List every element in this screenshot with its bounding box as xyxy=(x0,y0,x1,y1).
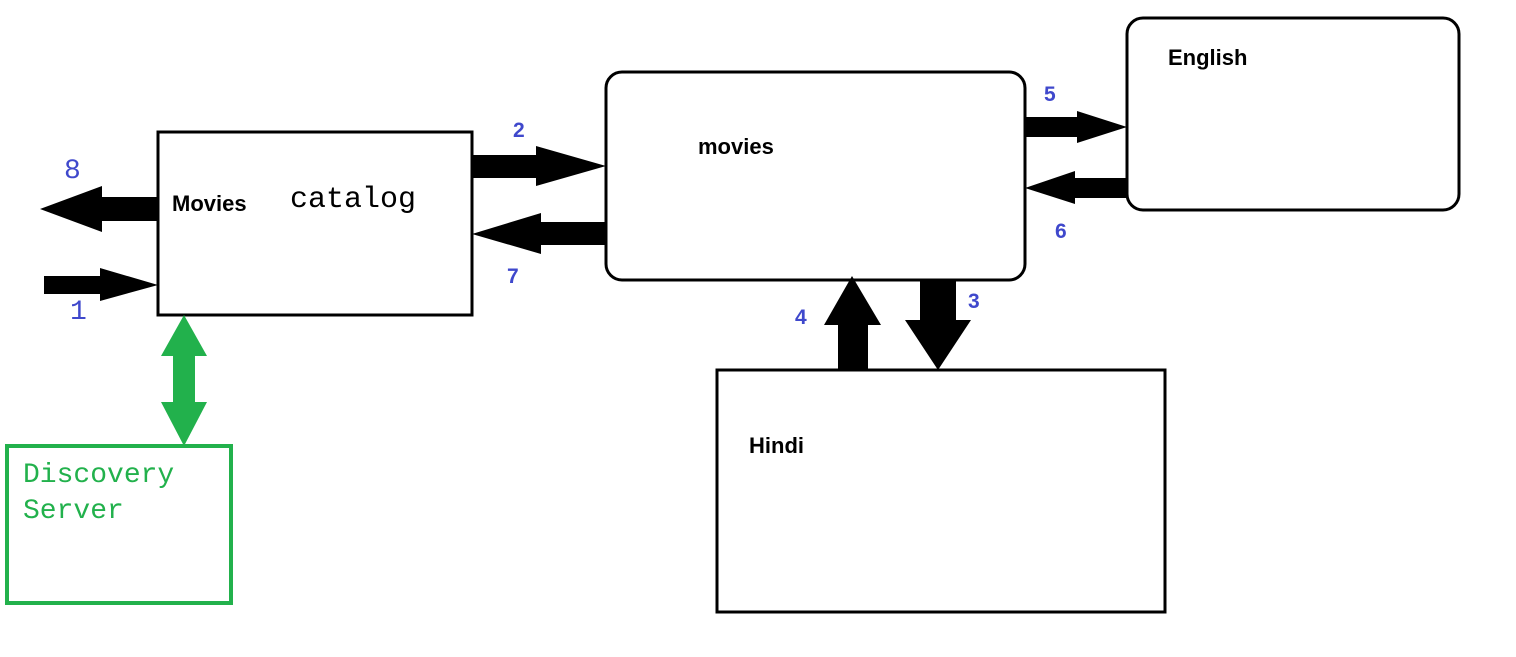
english-service-box xyxy=(1125,16,1461,212)
english-service-node: English xyxy=(1125,16,1461,212)
arrow-step-3 xyxy=(905,280,971,370)
step-7-label: 7 xyxy=(507,265,519,288)
movies-service-label: movies xyxy=(698,134,774,159)
arrow-step-2 xyxy=(472,146,606,186)
movies-catalog-sublabel: catalog xyxy=(290,183,416,217)
discovery-server-label-line1: Discovery xyxy=(23,460,174,491)
hindi-service-node: Hindi xyxy=(715,368,1167,614)
english-service-label: English xyxy=(1168,45,1247,70)
step-4-label: 4 xyxy=(795,306,807,329)
step-2-label: 2 xyxy=(513,119,525,142)
arrow-step-1 xyxy=(44,268,158,301)
hindi-service-label: Hindi xyxy=(749,433,804,458)
discovery-server-label-line2: Server xyxy=(23,496,124,527)
arrow-step-6 xyxy=(1025,171,1127,204)
discovery-link-arrow xyxy=(161,315,207,446)
movies-service-box xyxy=(604,70,1027,282)
movies-catalog-box xyxy=(156,130,474,317)
step-5-label: 5 xyxy=(1044,83,1056,106)
step-8-label: 8 xyxy=(64,156,81,187)
discovery-server-node: Discovery Server xyxy=(5,444,233,605)
movies-service-node: movies xyxy=(604,70,1027,282)
step-1-label: 1 xyxy=(70,297,87,328)
movies-catalog-node: Movies catalog xyxy=(156,130,474,317)
arrow-step-7 xyxy=(472,213,606,254)
movies-catalog-label: Movies xyxy=(172,191,247,216)
arrow-step-5 xyxy=(1025,111,1127,143)
arrow-step-8 xyxy=(40,186,158,232)
hindi-service-box xyxy=(715,368,1167,614)
discovery-server-box xyxy=(5,444,233,605)
step-3-label: 3 xyxy=(968,290,980,313)
arrow-step-4 xyxy=(824,276,881,370)
step-6-label: 6 xyxy=(1055,220,1067,243)
